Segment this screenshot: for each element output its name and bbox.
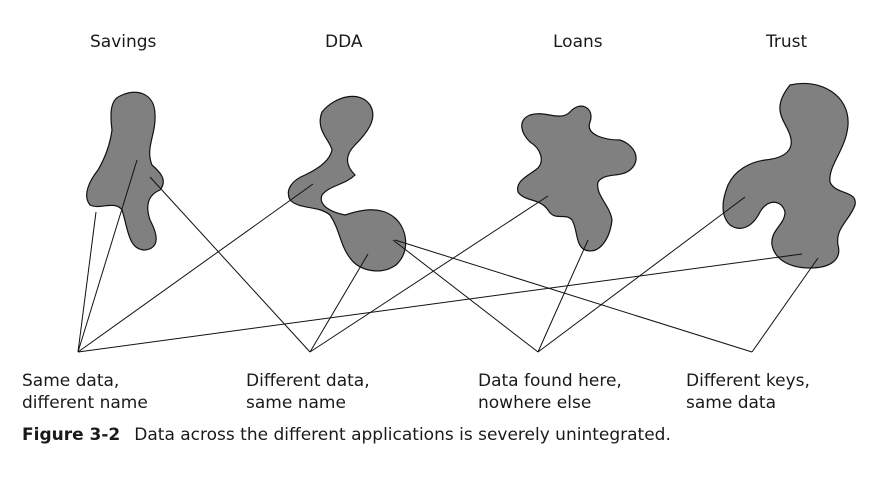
caption-text: Data across the different applications i… [134, 425, 671, 445]
note-different-data-same-name: Different data, same name [246, 370, 370, 414]
note-line-1: Same data, [22, 371, 120, 391]
app-label-dda: DDA [325, 32, 363, 52]
connector-line [309, 253, 369, 353]
connector-line [537, 239, 589, 353]
connector-line [392, 239, 539, 353]
connector-line [77, 253, 803, 353]
connector-line [309, 195, 549, 353]
note-line-2: same data [686, 393, 776, 413]
connector-line [77, 183, 314, 353]
connector-line [77, 159, 138, 353]
loans-blob [517, 105, 637, 252]
connector-line [149, 176, 311, 353]
connector-line [537, 196, 746, 353]
note-line-2: different name [22, 393, 148, 413]
connector-line [77, 211, 97, 353]
note-line-1: Different keys, [686, 371, 810, 391]
note-line-1: Data found here, [478, 371, 622, 391]
app-label-trust: Trust [766, 32, 808, 52]
note-line-2: same name [246, 393, 346, 413]
note-line-1: Different data, [246, 371, 370, 391]
note-different-keys-same-data: Different keys, same data [686, 370, 810, 414]
figure-number: Figure 3-2 [22, 425, 121, 445]
figure-caption: Figure 3-2 Data across the different appl… [22, 425, 671, 445]
connector-line [394, 239, 753, 353]
connector-lines [77, 159, 819, 353]
note-data-found-here: Data found here, nowhere else [478, 370, 622, 414]
note-same-data-different-name: Same data, different name [22, 370, 148, 414]
trust-blob [722, 82, 856, 269]
savings-blob [86, 91, 164, 251]
connector-line [751, 257, 819, 353]
note-line-2: nowhere else [478, 393, 592, 413]
app-label-savings: Savings [90, 32, 157, 52]
app-label-loans: Loans [553, 32, 603, 52]
dda-blob [287, 95, 407, 272]
